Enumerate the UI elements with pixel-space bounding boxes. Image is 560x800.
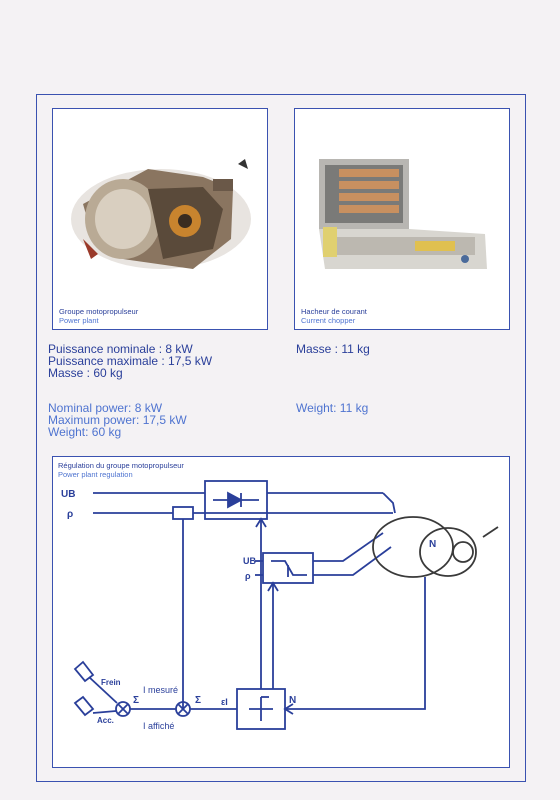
motor-shaft-icon (452, 541, 474, 563)
arrow-up-icon (267, 581, 279, 592)
thyristor-icon (227, 491, 243, 509)
motor-axle-icon (482, 526, 499, 538)
brake-link (88, 676, 118, 704)
spec-line: Nominal power: 8 kW (48, 401, 163, 415)
diagram-title: Régulation du groupe motopropulseur Powe… (58, 461, 184, 479)
power-plant-specs-en: Nominal power: 8 kW Maximum power: 17,5 … (48, 402, 187, 438)
regulation-diagram: UB ρ UB ρ Frein Acc. I mesuré I affiché … (52, 456, 510, 768)
epsilon-label: εI (221, 697, 228, 707)
page-frame (36, 94, 526, 782)
current-chopper-caption: Hacheur de courant Current chopper (301, 307, 367, 325)
current-sensor-box (172, 506, 194, 520)
frein-label: Frein (101, 678, 121, 687)
field-curve-icon (271, 560, 307, 576)
diagram-title-fr: Régulation du groupe motopropulseur (58, 461, 184, 470)
spec-line: Masse : 11 kg (296, 342, 370, 356)
ub-label: UB (61, 489, 75, 500)
chopper-specs-fr: Masse : 11 kg (296, 343, 370, 355)
regulation-block-diagram: UB ρ UB ρ Frein Acc. I mesuré I affiché … (61, 480, 499, 731)
acc-label: Acc. (97, 716, 114, 725)
chopper-block (204, 480, 268, 520)
power-plant-photo: Groupe motopropulseur Power plant (52, 108, 268, 330)
power-plant-specs-fr: Puissance nominale : 8 kW Puissance maxi… (48, 343, 212, 379)
n-feedback-line (285, 577, 426, 710)
power-plant-caption: Groupe motopropulseur Power plant (59, 307, 138, 325)
spec-line: Weight: 11 kg (296, 401, 369, 415)
rho-label: ρ (67, 509, 73, 520)
acc-link (92, 710, 117, 714)
field-out-line-1 (313, 532, 384, 562)
motor-gear-icon (419, 527, 477, 577)
n-motor-label: N (429, 539, 436, 550)
current-chopper-illustration (319, 159, 487, 269)
ub-small-label: UB (243, 556, 256, 566)
spec-line: Weight: 60 kg (48, 425, 122, 439)
chopper-specs-en: Weight: 11 kg (296, 402, 368, 414)
diagram-title-en: Power plant regulation (58, 470, 133, 479)
sum-cross (177, 703, 189, 715)
n-feedback-label: N (289, 695, 296, 706)
caption-en: Current chopper (301, 316, 356, 325)
sigma-label-1: Σ (133, 695, 139, 706)
brake-pedal-icon (73, 660, 95, 683)
spec-line: Puissance nominale : 8 kW (48, 342, 193, 356)
caption-en: Power plant (59, 316, 99, 325)
motor-body-icon (372, 516, 454, 578)
caption-fr: Hacheur de courant (301, 307, 367, 316)
sigma-label-2: Σ (195, 695, 201, 706)
rho-small-label: ρ (245, 571, 251, 581)
current-chopper-photo: Hacheur de courant Current chopper (294, 108, 510, 330)
motor-link (382, 492, 396, 514)
arrow-left-icon (283, 703, 294, 715)
i-mesure-label: I mesuré (143, 685, 178, 695)
field-block (262, 552, 314, 584)
power-plant-illustration (71, 159, 251, 269)
spec-line: Maximum power: 17,5 kW (48, 413, 187, 427)
caption-fr: Groupe motopropulseur (59, 307, 139, 316)
spec-line: Masse : 60 kg (48, 366, 123, 380)
spec-line: Puissance maximale : 17,5 kW (48, 354, 213, 368)
i-affiche-label: I affiché (143, 721, 174, 731)
arrow-up-icon (255, 517, 267, 528)
field-out-line-2 (313, 546, 392, 576)
sum-cross (117, 703, 129, 715)
accelerator-pedal-icon (73, 695, 95, 717)
